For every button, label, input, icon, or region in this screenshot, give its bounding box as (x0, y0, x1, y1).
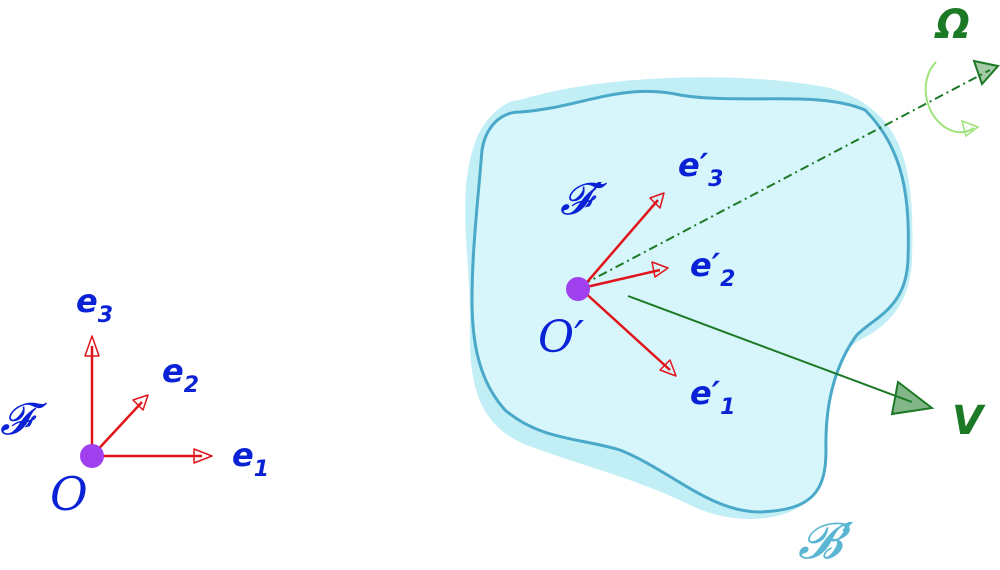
axis-e2p-label: e′2 (690, 246, 735, 292)
axis-e3p-shaft (581, 199, 659, 289)
axis-e3p-label: e′3 (678, 146, 723, 192)
rigid-body (465, 77, 913, 520)
axis-e2p-arrowhead (651, 261, 669, 278)
rotation-arrow (924, 61, 975, 134)
axis-e1p-arrowhead (659, 359, 677, 377)
velocity-line (627, 295, 913, 403)
axis-e1-arrowhead (193, 448, 213, 464)
body-frame: O′ 𝓕′ e′3 e′2 e′1 (538, 146, 735, 420)
frame-label: 𝓕 (0, 394, 48, 445)
rotation-arrowhead (960, 119, 980, 138)
axis-e3p-arrowhead (649, 192, 665, 209)
angular-velocity-label: Ω (934, 2, 970, 48)
axis-e1-label: e1 (232, 436, 269, 482)
origin-point (80, 444, 104, 468)
axis-e3-label: e3 (76, 282, 113, 328)
inertial-frame: O 𝓕 e1 e2 e3 (0, 282, 269, 521)
rigid-body-outline (470, 89, 910, 514)
origin-label: O (50, 467, 88, 521)
velocity-vector: V (627, 295, 986, 444)
axis-e1p-shaft (581, 289, 671, 371)
body-label: 𝓑′ (798, 512, 854, 570)
body-frame-label: 𝓕′ (560, 174, 608, 225)
axis-e3-arrowhead (84, 335, 100, 357)
axis-e2p-shaft (581, 268, 661, 290)
angular-velocity-arrowhead (972, 59, 1000, 86)
angular-velocity: Ω (581, 2, 1000, 286)
velocity-arrowhead (890, 380, 935, 416)
axis-e2-shaft (91, 401, 143, 457)
velocity-label: V (952, 398, 986, 444)
axis-e2-arrowhead (132, 394, 149, 411)
axis-e1p-label: e′1 (690, 374, 735, 420)
body-origin-label: O′ (538, 312, 584, 363)
axis-e2-label: e2 (162, 352, 199, 398)
body-origin-point (566, 277, 590, 301)
angular-velocity-axis (581, 69, 991, 286)
